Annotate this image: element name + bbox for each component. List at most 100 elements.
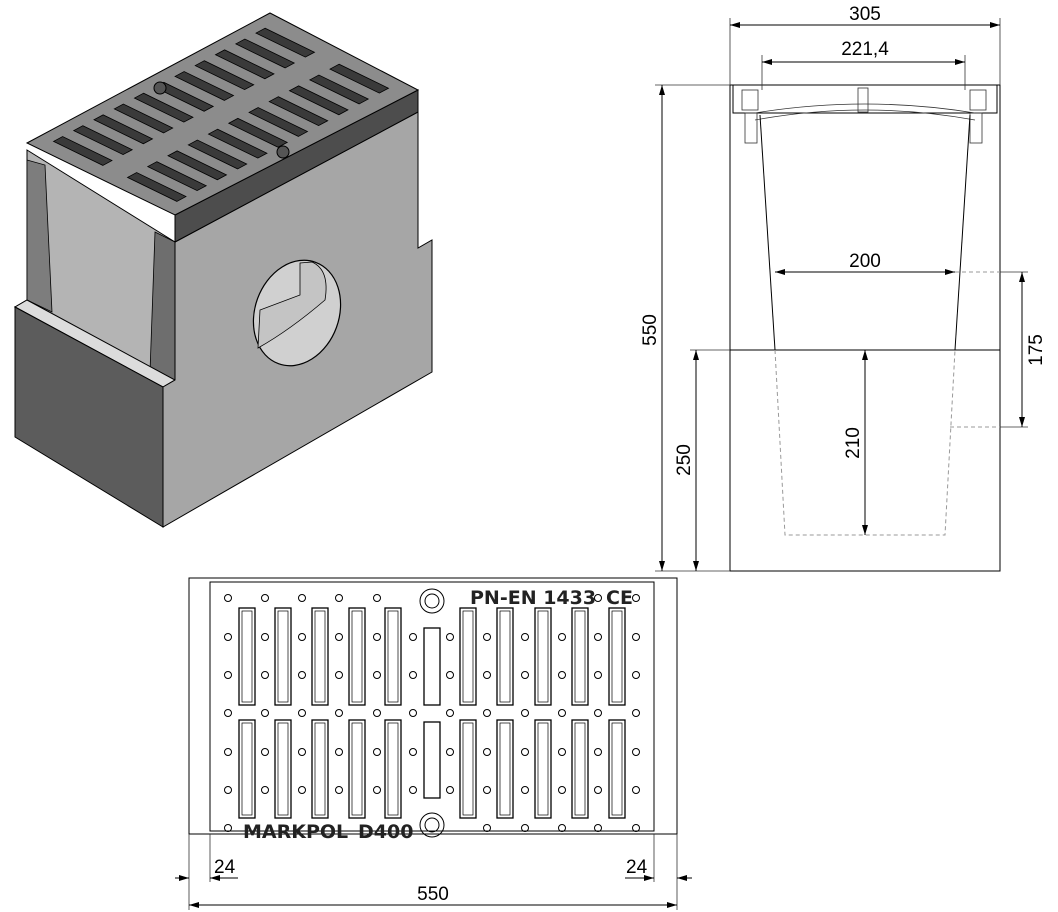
grate-slot — [423, 721, 441, 799]
grate-hole — [483, 671, 491, 679]
grate-slot-inner — [574, 722, 586, 816]
isometric-view — [13, 12, 433, 528]
grate-hole — [373, 594, 381, 602]
grate-hole — [483, 709, 491, 717]
grate-hole — [224, 594, 232, 602]
iso-grate-slot — [227, 117, 289, 148]
grate-slot — [311, 607, 329, 706]
iso-grate-slot — [248, 107, 309, 137]
side-tab-left — [744, 112, 758, 144]
grate-slot — [274, 719, 292, 819]
grate-hole — [446, 633, 454, 641]
grate-hole — [521, 748, 529, 756]
top-outline — [188, 577, 678, 835]
iso-grate-slot — [133, 92, 194, 123]
grate-slot-inner — [277, 722, 289, 816]
grate-slot — [608, 719, 626, 819]
grate-slot — [348, 607, 366, 706]
dim-label-550-h: 550 — [417, 884, 449, 905]
grate-slot-inner — [499, 722, 511, 816]
grate-hole — [594, 748, 602, 756]
grate-hole — [594, 709, 602, 717]
grate-slot — [384, 607, 402, 706]
grate-hole — [594, 594, 602, 602]
grate-hole — [409, 786, 417, 794]
grate-slot — [384, 719, 402, 819]
grate-hole — [409, 633, 417, 641]
grate-hole — [224, 671, 232, 679]
grate-hole — [224, 633, 232, 641]
iso-grate-slot — [72, 125, 134, 156]
grate-hole — [224, 824, 232, 832]
grate-hole — [558, 824, 566, 832]
grate-hole — [632, 594, 640, 602]
grate-slot — [238, 719, 256, 819]
grate-hole — [558, 748, 566, 756]
grate-hole — [261, 633, 269, 641]
grate-slot-inner — [387, 722, 399, 816]
grate-hole — [594, 671, 602, 679]
grate-hole — [483, 786, 491, 794]
iso-grate-slot — [234, 38, 296, 69]
grate-hole — [632, 824, 640, 832]
grate-slot-inner — [574, 610, 586, 703]
iso-grate-slot — [288, 85, 349, 116]
iso-grate-slot — [174, 71, 235, 101]
grate-hole — [632, 709, 640, 717]
grate-hole — [373, 786, 381, 794]
top-view: PN-EN 1433 CE MARKPOL D400 24 24 550 — [175, 577, 692, 910]
iso-grate-slot — [207, 128, 268, 159]
grate-hole — [446, 748, 454, 756]
grate-hole — [373, 671, 381, 679]
side-view: 305 221,4 200 550 250 210 175 — [640, 4, 1047, 572]
iso-bolt-icon — [153, 81, 167, 95]
grate-slot — [238, 607, 256, 706]
side-lug-left — [741, 89, 759, 111]
grate-hole — [335, 594, 343, 602]
grate-slot — [459, 607, 477, 706]
side-frame — [732, 84, 998, 114]
grate-hole — [558, 786, 566, 794]
grate-hole — [558, 709, 566, 717]
dim-label-24-right: 24 — [626, 857, 648, 878]
grate-hole — [261, 594, 269, 602]
grate-hole — [558, 633, 566, 641]
grate-hole — [335, 786, 343, 794]
grate-brand-text: MARKPOL — [243, 821, 348, 843]
dim-label-250: 250 — [674, 444, 695, 476]
outlet-hole-shadow — [257, 261, 327, 349]
grate-slot — [571, 607, 589, 706]
grate-hole — [261, 786, 269, 794]
grate-hole — [224, 748, 232, 756]
grate-hole — [298, 748, 306, 756]
iso-grate-slot — [52, 136, 113, 166]
grate-hole — [483, 824, 491, 832]
grate-slot-inner — [241, 722, 253, 816]
grate-hole — [261, 709, 269, 717]
iso-grate-slot — [146, 161, 208, 192]
bolt-bottom-icon — [419, 812, 445, 838]
grate-slot — [534, 719, 552, 819]
grate-hole — [261, 671, 269, 679]
iso-grate-slot — [167, 150, 228, 181]
grate-hole — [521, 709, 529, 717]
dim-label-200: 200 — [849, 251, 881, 272]
grate-hole — [335, 709, 343, 717]
grate-slot — [348, 719, 366, 819]
grate-slot-inner — [462, 722, 474, 816]
grate-slot-inner — [351, 722, 363, 816]
grate-slot — [534, 607, 552, 706]
grate-hole — [261, 748, 269, 756]
grate-slots — [238, 607, 626, 819]
grate-slot — [311, 719, 329, 819]
grate-slot-inner — [351, 610, 363, 703]
grate-slot-inner — [499, 610, 511, 703]
grate-ce-mark: CE — [606, 587, 633, 609]
dim-label-175: 175 — [1026, 334, 1047, 366]
iso-grate-slot — [187, 139, 248, 170]
iso-grate-slot — [329, 63, 390, 94]
grate-hole — [558, 671, 566, 679]
side-tab-right — [969, 112, 983, 144]
grate-hole — [521, 786, 529, 794]
